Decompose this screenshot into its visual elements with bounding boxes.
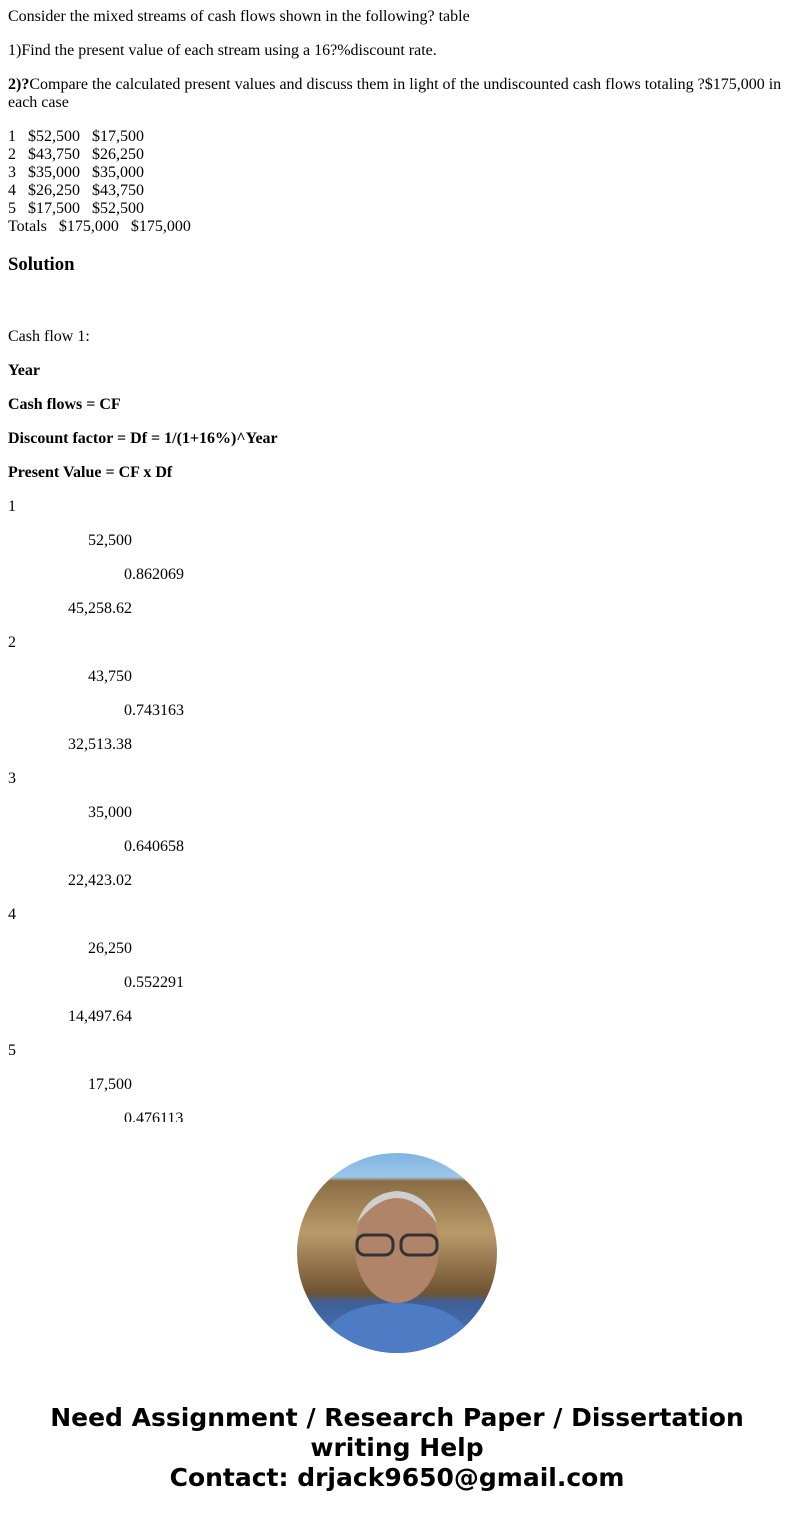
solution-heading: Solution bbox=[8, 254, 75, 275]
present-value-cell: 32,513.38 bbox=[68, 736, 132, 753]
discount-factor-cell: 0.476113 bbox=[124, 1110, 184, 1122]
year-cell: 2 bbox=[8, 634, 16, 651]
cash-flow-cell: 43,750 bbox=[88, 668, 132, 685]
person-photo-icon bbox=[317, 1191, 477, 1353]
present-value-cell: 45,258.62 bbox=[68, 600, 132, 617]
question-part2: 2)?Compare the calculated present values… bbox=[8, 76, 788, 112]
cash-flow-cell: 35,000 bbox=[88, 804, 132, 821]
footer-contact: Contact: drjack9650@gmail.com bbox=[169, 1463, 625, 1492]
discount-factor-cell: 0.552291 bbox=[124, 974, 184, 991]
year-cell: 4 bbox=[8, 906, 16, 923]
column-header: Present Value = CF x Df bbox=[8, 464, 173, 481]
table-row: 2 $43,750 $26,250 bbox=[8, 146, 144, 163]
table-row: 1 $52,500 $17,500 bbox=[8, 128, 144, 145]
footer-line: Need Assignment / Research Paper / Disse… bbox=[50, 1403, 744, 1432]
column-header: Discount factor = Df = 1/(1+16%)^Year bbox=[8, 430, 278, 447]
question-part1: 1)Find the present value of each stream … bbox=[8, 42, 437, 59]
document-content: Consider the mixed streams of cash flows… bbox=[8, 0, 788, 1122]
cash-flow-table: 1 $52,500 $17,500 2 $43,750 $26,250 3 $3… bbox=[8, 128, 191, 236]
author-avatar bbox=[297, 1153, 497, 1353]
year-cell: 3 bbox=[8, 770, 16, 787]
cash-flow-title: Cash flow 1: bbox=[8, 328, 90, 345]
footer-line: writing Help bbox=[310, 1433, 484, 1462]
discount-factor-cell: 0.862069 bbox=[124, 566, 184, 583]
cash-flow-cell: 17,500 bbox=[88, 1076, 132, 1093]
cash-flow-cell: 52,500 bbox=[88, 532, 132, 549]
table-row: Totals $175,000 $175,000 bbox=[8, 218, 191, 235]
table-row: 4 $26,250 $43,750 bbox=[8, 182, 144, 199]
table-row: 5 $17,500 $52,500 bbox=[8, 200, 144, 217]
column-header: Cash flows = CF bbox=[8, 396, 121, 413]
present-value-cell: 22,423.02 bbox=[68, 872, 132, 889]
footer-banner: Need Assignment / Research Paper / Disse… bbox=[0, 1403, 794, 1493]
year-cell: 1 bbox=[8, 498, 16, 515]
present-value-cell: 14,497.64 bbox=[68, 1008, 132, 1025]
table-row: 3 $35,000 $35,000 bbox=[8, 164, 144, 181]
column-header: Year bbox=[8, 362, 40, 379]
question-intro: Consider the mixed streams of cash flows… bbox=[8, 8, 470, 25]
discount-factor-cell: 0.640658 bbox=[124, 838, 184, 855]
part2-label: 2)? bbox=[8, 76, 30, 93]
discount-factor-cell: 0.743163 bbox=[124, 702, 184, 719]
year-cell: 5 bbox=[8, 1042, 16, 1059]
part2-text: Compare the calculated present values an… bbox=[8, 76, 782, 111]
cash-flow-cell: 26,250 bbox=[88, 940, 132, 957]
